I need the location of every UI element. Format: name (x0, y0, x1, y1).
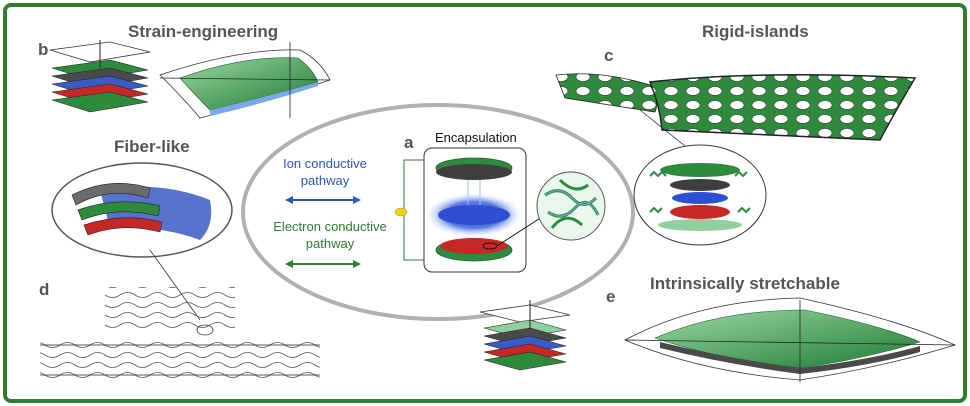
fiber-red-strand (83, 217, 163, 236)
ion-pathway-line1: Ion conductive (283, 156, 367, 171)
woven-textile-illustration (40, 287, 320, 380)
electron-pathway-line2: pathway (305, 236, 355, 251)
rigid-islands-illustration (555, 73, 917, 246)
panel-label-b: b (38, 40, 49, 59)
stretched-green-layer (179, 57, 319, 111)
panel-label-a: a (404, 133, 414, 152)
islands-small-sheet (555, 73, 658, 113)
device-bottom-red (440, 238, 508, 254)
central-device-panel (241, 103, 635, 321)
stack-layer-green-bottom (51, 91, 149, 113)
intrinsic-top-sheet (479, 304, 571, 323)
outer-border (3, 3, 967, 403)
islands-large-sheet (648, 74, 917, 141)
fiber-like-illustration (51, 162, 233, 321)
fiber-green-strand (77, 201, 161, 221)
electron-pathway-line1: Electron conductive (273, 219, 387, 234)
electron-pathway-label: Electron conductive pathway (265, 218, 395, 252)
title-rigid-islands: Rigid-islands (702, 22, 809, 41)
title-fiber-like: Fiber-like (114, 137, 190, 156)
encapsulation-label: Encapsulation (435, 130, 517, 145)
bulb-icon (394, 207, 408, 217)
panel-label-d: d (39, 280, 50, 299)
device-top-electrode-dark (436, 164, 512, 180)
ion-pathway-line2: pathway (300, 173, 350, 188)
network-zoom-circle (536, 171, 606, 241)
panel-label-e: e (606, 287, 616, 306)
device-electrolyte (438, 205, 510, 225)
title-strain-engineering: Strain-engineering (128, 22, 279, 41)
fiber-gray-strand (71, 183, 151, 206)
encapsulation-box (423, 147, 527, 273)
strain-engineering-illustration (49, 40, 331, 119)
title-intrinsically-stretchable: Intrinsically stretchable (650, 274, 840, 293)
panel-label-c: c (604, 46, 614, 65)
intrinsic-stretchable-illustration (479, 297, 957, 382)
ion-pathway-label: Ion conductive pathway (270, 155, 380, 189)
